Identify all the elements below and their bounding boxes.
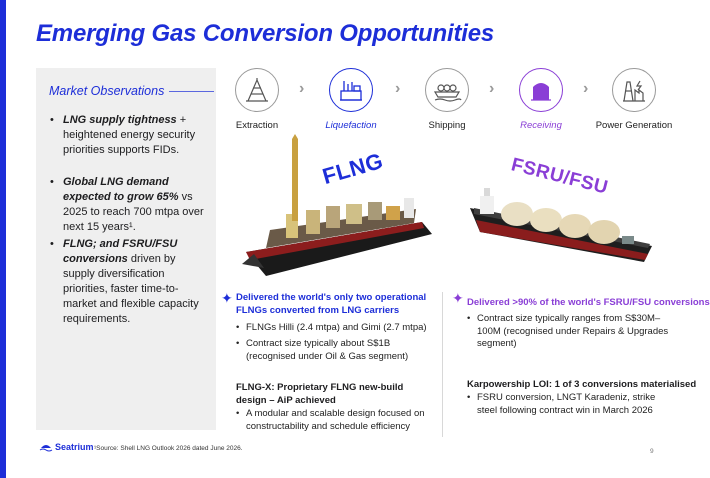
karpowership-bullet: •FSRU conversion, LNGT Karadeniz, strike… <box>467 392 667 417</box>
karpowership-heading: Karpowership LOI: 1 of 3 conversions mat… <box>467 379 697 390</box>
observation-text: driven by supply diversification priorit… <box>63 253 199 325</box>
chevron-right-icon: › <box>583 80 589 97</box>
bullet-text: A modular and scalable design focused on… <box>246 408 425 432</box>
seatrium-logo: Seatrium <box>39 442 94 452</box>
flow-step-extraction: Extraction <box>215 68 299 131</box>
fsru-headline: Delivered >90% of the world's FSRU/FSU c… <box>467 297 710 308</box>
power-plant-icon <box>612 68 656 112</box>
flow-step-power-generation: Power Generation <box>592 68 676 131</box>
flng-vessel-image <box>242 134 432 276</box>
storage-tank-icon <box>519 68 563 112</box>
chevron-right-icon: › <box>489 80 495 97</box>
chevron-right-icon: › <box>299 80 305 97</box>
flow-step-label: Liquefaction <box>325 120 377 131</box>
chevron-right-icon: › <box>395 80 401 97</box>
bullet-text: Contract size typically ranges from S$30… <box>477 313 669 349</box>
page-title: Emerging Gas Conversion Opportunities <box>36 20 494 47</box>
oil-rig-icon <box>235 68 279 112</box>
sparkle-icon: ✦ <box>452 290 464 306</box>
fsru-vessel-image <box>470 188 652 262</box>
flow-step-shipping: Shipping <box>405 68 489 131</box>
market-observations-panel: Market Observations • LNG supply tightne… <box>36 68 216 430</box>
bullet-text: FSRU conversion, LNGT Karadeniz, strike … <box>477 392 656 416</box>
observation-item: • LNG supply tightness + heightened ener… <box>50 114 196 156</box>
accent-bar <box>0 0 6 478</box>
heading-rule <box>169 90 214 92</box>
flow-step-label: Receiving <box>520 120 562 131</box>
flng-headline: Delivered the world's only two operation… <box>236 292 427 316</box>
observation-item: • FLNG; and FSRU/FSU conversions driven … <box>50 238 199 325</box>
bullet-text: Contract size typically about S$1B (reco… <box>246 338 409 362</box>
observation-text: + heightened energy security priorities … <box>63 114 196 156</box>
flng-bullet: •Contract size typically about S$1B (rec… <box>236 338 442 363</box>
column-divider <box>442 292 443 437</box>
flng-x-heading: FLNG-X: Proprietary FLNG new-build desig… <box>236 382 404 406</box>
page-number: 9 <box>650 448 654 455</box>
panel-heading: Market Observations <box>49 84 214 98</box>
fsru-bullet: •Contract size typically ranges from S$3… <box>467 313 677 351</box>
liquefaction-plant-icon <box>329 68 373 112</box>
observation-lead: FLNG; and FSRU/FSU conversions <box>63 238 178 265</box>
sparkle-icon: ✦ <box>221 290 233 306</box>
flow-step-receiving: Receiving <box>499 68 583 131</box>
flow-step-label: Power Generation <box>595 120 673 131</box>
logo-text: Seatrium <box>55 442 94 452</box>
observation-lead: LNG supply tightness <box>63 114 177 126</box>
flow-step-liquefaction: Liquefaction <box>309 68 393 131</box>
flng-bullet: •FLNGs Hilli (2.4 mtpa) and Gimi (2.7 mt… <box>236 322 442 335</box>
panel-heading-text: Market Observations <box>49 84 165 98</box>
observation-lead: Global LNG demand expected to grow 65% <box>63 176 179 203</box>
wave-icon <box>39 445 53 452</box>
flow-step-label: Extraction <box>235 120 279 131</box>
footnote: ¹Source: Shell LNG Outlook 2026 dated Ju… <box>94 445 243 452</box>
observation-text: vs 2025 to reach 700 mtpa over next 15 y… <box>63 191 204 233</box>
bullet-text: FLNGs Hilli (2.4 mtpa) and Gimi (2.7 mtp… <box>246 322 427 333</box>
flng-x-bullet: •A modular and scalable design focused o… <box>236 408 442 433</box>
observation-item: • Global LNG demand expected to grow 65%… <box>50 176 204 233</box>
lng-carrier-icon <box>425 68 469 112</box>
flow-step-label: Shipping <box>428 120 466 131</box>
